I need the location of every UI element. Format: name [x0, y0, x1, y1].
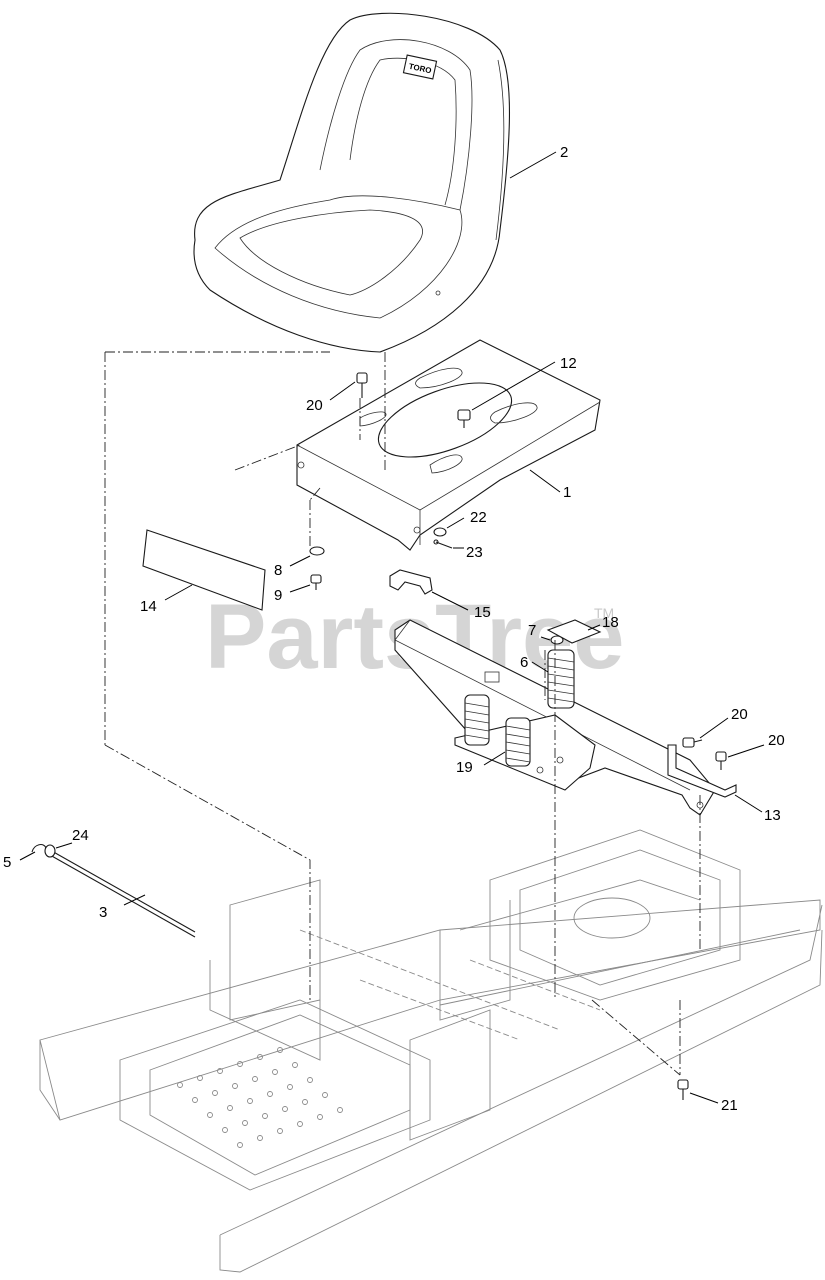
- callout-23: 23: [466, 544, 483, 561]
- callout-20-bracket-bolt-2: 20: [768, 732, 785, 749]
- callout-6: 6: [520, 654, 528, 671]
- clip-5: [31, 843, 47, 853]
- bolt-20-right-1: [682, 737, 703, 748]
- spring-left: [464, 694, 490, 746]
- callout-13: 13: [764, 807, 781, 824]
- watermark-trademark: TM: [594, 605, 614, 621]
- bolt-20-right-2: [715, 751, 727, 770]
- callout-15: 15: [474, 604, 491, 621]
- bolt-9: [310, 574, 322, 590]
- rod-3: [49, 849, 196, 938]
- spring-center: [505, 717, 531, 767]
- callout-14: 14: [140, 598, 157, 615]
- clip-15: [389, 569, 433, 595]
- washer-22: [433, 527, 447, 537]
- callout-5: 5: [3, 854, 11, 871]
- bolt-21: [677, 1079, 689, 1100]
- seat-logo-badge: [402, 54, 438, 80]
- decal-14: [142, 529, 266, 611]
- knob-12: [457, 409, 471, 428]
- nut-7: [550, 635, 564, 645]
- callout-21: 21: [721, 1097, 738, 1114]
- leader-lines: [19, 151, 765, 1104]
- seat: TORO: [193, 12, 510, 353]
- callout-12: 12: [560, 355, 577, 372]
- callout-8: 8: [274, 562, 282, 579]
- spring-part-6: [547, 649, 575, 709]
- callout-labels: 2 12 20 1 22 23 8 9 14 15 18 7 6 20 20 1…: [3, 144, 785, 1114]
- chassis-frame: [39, 829, 823, 1273]
- callout-2: 2: [560, 144, 568, 161]
- callout-22: 22: [470, 509, 487, 526]
- bracket-13: [667, 744, 737, 798]
- callout-3: 3: [99, 904, 107, 921]
- callout-20-seat-bolt: 20: [306, 397, 323, 414]
- assembly-lines: [104, 351, 701, 1076]
- hardware: [31, 372, 737, 1100]
- seat-pan: [296, 339, 601, 551]
- floor-plate-holes: [177, 1047, 343, 1148]
- bolt-20-top: [356, 372, 368, 398]
- callout-24: 24: [72, 827, 89, 844]
- label-18: [546, 619, 602, 644]
- collar-24: [44, 844, 56, 858]
- springs: [464, 649, 575, 767]
- callout-7: 7: [528, 622, 536, 639]
- callout-18: 18: [602, 614, 619, 631]
- callout-1: 1: [563, 484, 571, 501]
- callout-19: 19: [456, 759, 473, 776]
- pin-23: [433, 539, 453, 549]
- washer-8: [309, 546, 325, 556]
- callout-9: 9: [274, 587, 282, 604]
- callout-20-bracket-bolt: 20: [731, 706, 748, 723]
